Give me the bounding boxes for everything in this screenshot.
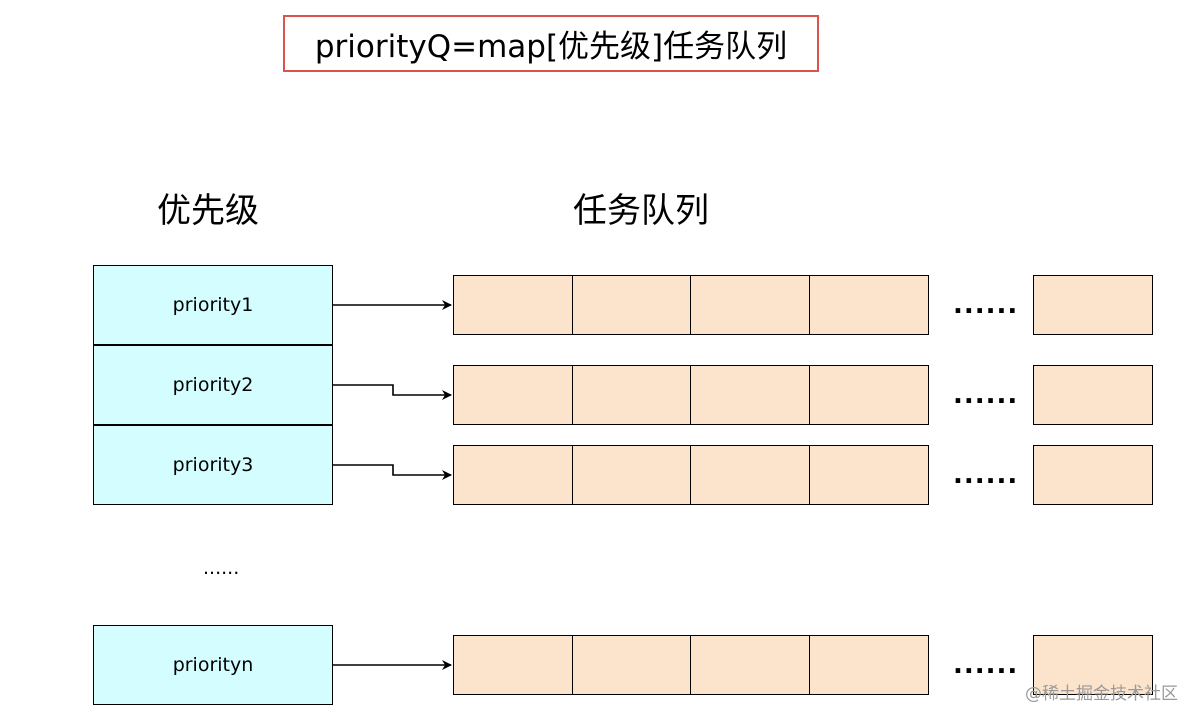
task-slot [571,275,692,335]
task-slot [571,365,692,425]
watermark: @稀土掘金技术社区 [1025,684,1178,704]
task-slot [690,445,810,505]
queue-row-3-ellipsis: ...... [953,460,1019,490]
task-slot-last [1033,275,1153,335]
task-queue-row-1 [453,275,929,335]
task-slot-last [1033,635,1153,695]
priority-list-ellipsis: ...... [203,557,240,579]
task-slot [571,635,692,695]
task-slot [690,635,810,695]
arrow-priority2-to-queue [333,384,452,400]
queue-row-2-ellipsis: ...... [953,380,1019,410]
priority-cell-n: priorityn [93,625,333,705]
task-queue-row-n [453,635,929,695]
task-slot [690,275,810,335]
arrow-priority3-to-queue [333,464,452,480]
task-queue-row-3 [453,445,929,505]
task-queue-row-2 [453,365,929,425]
task-slot [808,445,929,505]
queue-column-header: 任务队列 [573,191,709,231]
task-slot-last [1033,365,1153,425]
task-slot [808,275,929,335]
task-slot [453,365,573,425]
task-slot [571,445,692,505]
task-slot [808,365,929,425]
priority-cell-1: priority1 [93,265,333,345]
task-slot [453,275,573,335]
task-slot [808,635,929,695]
task-slot [453,635,573,695]
queue-row-n-ellipsis: ...... [953,650,1019,680]
priority-column-header: 优先级 [157,191,259,231]
priority-cell-3: priority3 [93,425,333,505]
task-slot-last [1033,445,1153,505]
task-slot [453,445,573,505]
priority-cell-2: priority2 [93,345,333,425]
queue-row-1-ellipsis: ...... [953,290,1019,320]
task-slot [690,365,810,425]
diagram-title: priorityQ=map[优先级]任务队列 [283,15,819,72]
